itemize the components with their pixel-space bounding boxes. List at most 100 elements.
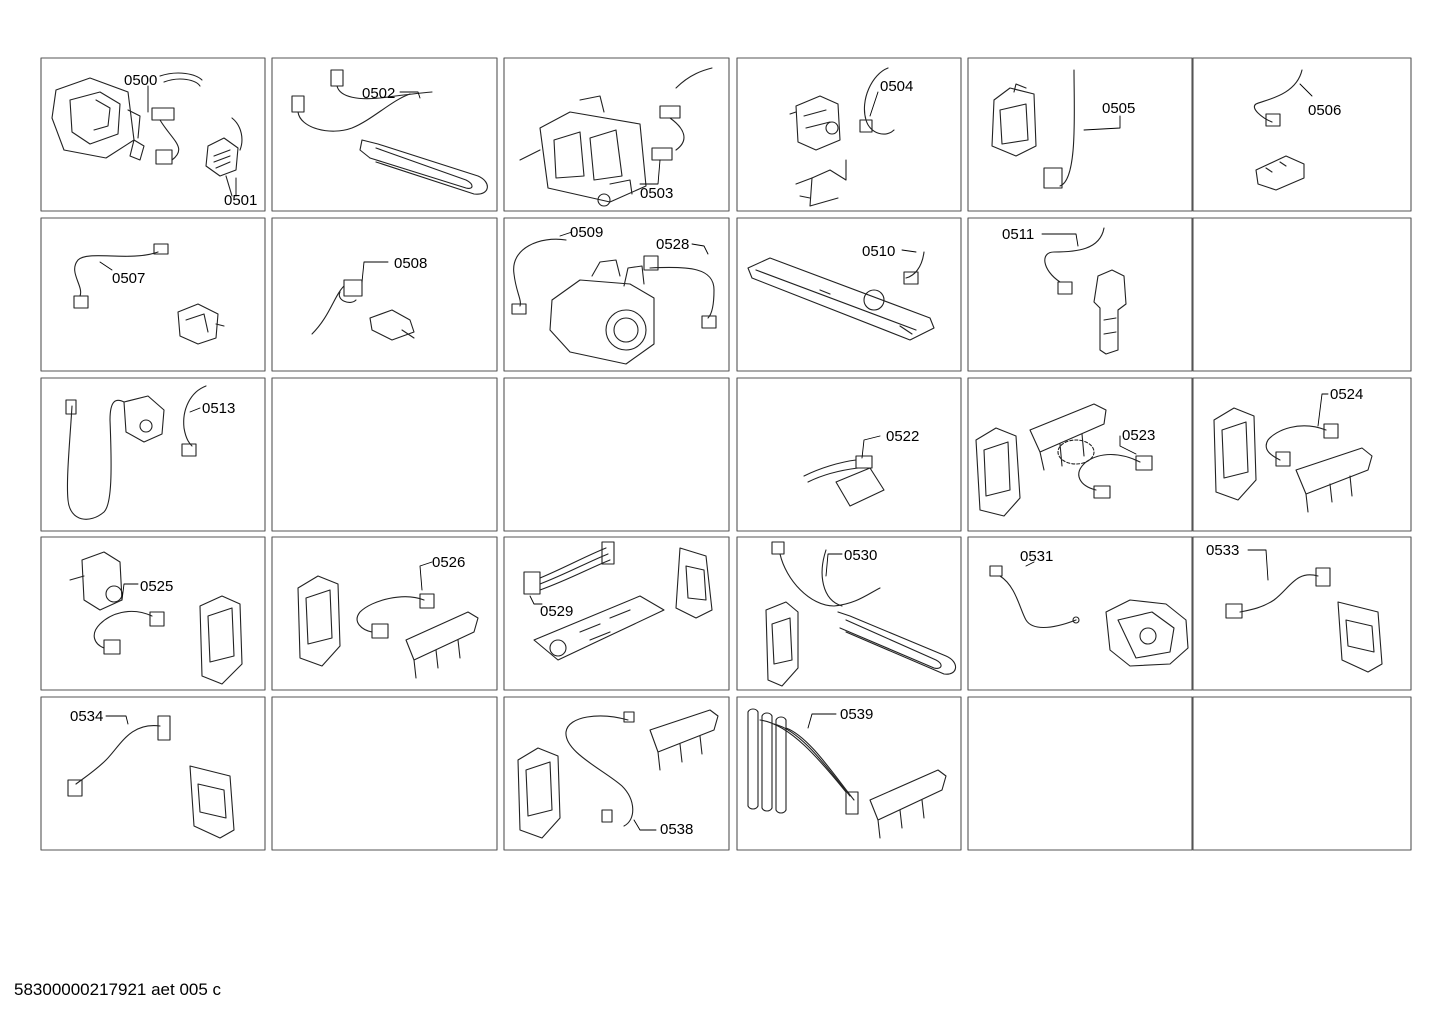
connector-block-icon [1255, 155, 1305, 191]
module-icon [517, 709, 719, 839]
callout-label: 0504 [880, 78, 913, 95]
rail-icon [747, 257, 935, 341]
cell-0530[interactable] [736, 536, 962, 691]
filter-icon [205, 117, 243, 197]
harness-icon [771, 541, 881, 607]
cell-0510[interactable] [736, 217, 962, 372]
module-icon [1213, 407, 1373, 513]
callout-label: 0523 [1122, 427, 1155, 444]
harness-icon [1078, 453, 1153, 499]
cell-0505[interactable] [967, 57, 1193, 212]
cell-0506[interactable] [1192, 57, 1412, 212]
cell-0529[interactable] [503, 536, 730, 691]
cell-0507[interactable] [40, 217, 266, 372]
wire-icon [903, 251, 925, 285]
cell-empty-r2c1 [271, 377, 498, 532]
callout-label: 0525 [140, 578, 173, 595]
cell-0531[interactable] [967, 536, 1193, 691]
cell-0513[interactable] [40, 377, 266, 532]
wire-icon [181, 385, 207, 457]
harness-icon [1225, 567, 1331, 619]
pump-icon [51, 77, 141, 159]
valve-icon [789, 95, 841, 151]
callout-label: 0539 [840, 706, 873, 723]
heater-icon [837, 611, 957, 675]
callout-label: 0506 [1308, 102, 1341, 119]
callout-label: 0528 [656, 236, 689, 253]
callout-label: 0513 [202, 400, 235, 417]
callout-label: 0511 [1002, 226, 1034, 243]
wire-icon [989, 565, 1080, 629]
callout-label: 0529 [540, 603, 573, 620]
cell-0524[interactable] [1192, 377, 1412, 532]
pcb-wire-icon [803, 455, 885, 507]
callout-label: 0510 [862, 243, 895, 260]
drain-pump-icon [549, 259, 655, 365]
callout-label: 0501 [224, 192, 257, 209]
harness-icon [356, 593, 435, 639]
harness-icon [1265, 423, 1339, 467]
module-icon [975, 403, 1107, 517]
callout-label: 0531 [1020, 548, 1053, 565]
valve-icon [123, 395, 165, 443]
cell-0504[interactable] [736, 57, 962, 212]
level-sensor-icon [1093, 269, 1127, 355]
callout-label: 0502 [362, 85, 395, 102]
double-valve-icon [519, 95, 647, 207]
wire-icon [859, 67, 895, 135]
cell-0534[interactable] [40, 696, 266, 851]
connector-harness-icon [651, 67, 713, 161]
cell-0539[interactable] [736, 696, 962, 851]
cell-0538[interactable] [503, 696, 730, 851]
callout-label: 0507 [112, 270, 145, 287]
harness-icon [523, 541, 615, 595]
callout-label: 0508 [394, 255, 427, 272]
harness-icon [759, 719, 859, 815]
ntc-wire-icon [311, 279, 415, 341]
callout-label: 0500 [124, 72, 157, 89]
module-icon [297, 575, 479, 679]
cell-0509-0528[interactable] [503, 217, 730, 372]
callout-label: 0522 [886, 428, 919, 445]
motor-icon [1105, 599, 1189, 667]
cell-0526[interactable] [271, 536, 498, 691]
cable-icon [565, 711, 635, 827]
connector-harness-icon [129, 72, 203, 165]
valve-icon [69, 551, 123, 611]
harness-icon [93, 610, 165, 655]
hose-icon [65, 399, 125, 520]
module-icon [189, 765, 235, 839]
callout-label: 0505 [1102, 100, 1135, 117]
cell-0503[interactable] [503, 57, 730, 212]
rods-icon [747, 708, 787, 814]
cell-0525[interactable] [40, 536, 266, 691]
callout-label: 0503 [640, 185, 673, 202]
cell-0508[interactable] [271, 217, 498, 372]
cell-empty-r4c5 [1192, 696, 1412, 851]
callout-label: 0538 [660, 821, 693, 838]
cell-0533[interactable] [1192, 536, 1412, 691]
cell-empty-r4c1 [271, 696, 498, 851]
cell-0500[interactable] [40, 57, 266, 212]
leader-lines [99, 83, 1329, 831]
cell-0502[interactable] [271, 57, 498, 212]
cell-empty-r4c4 [967, 696, 1193, 851]
module-icon [765, 601, 799, 687]
harness-icon [67, 715, 171, 797]
module-icon [199, 595, 243, 685]
callout-label: 0526 [432, 554, 465, 571]
cell-0511[interactable] [967, 217, 1193, 372]
cell-empty-r2c2 [503, 377, 730, 532]
door-lock-icon [991, 83, 1037, 157]
wire-icon [1044, 227, 1105, 295]
cell-empty-r1c5 [1192, 217, 1412, 372]
callout-label: 0534 [70, 708, 103, 725]
module-icon [1337, 601, 1383, 673]
wire-icon [1254, 69, 1303, 127]
cell-0522[interactable] [736, 377, 962, 532]
callout-label: 0524 [1330, 386, 1363, 403]
cell-0523[interactable] [967, 377, 1193, 532]
document-code: 58300000217921 aet 005 c [14, 980, 222, 999]
harness-icon [511, 238, 717, 329]
